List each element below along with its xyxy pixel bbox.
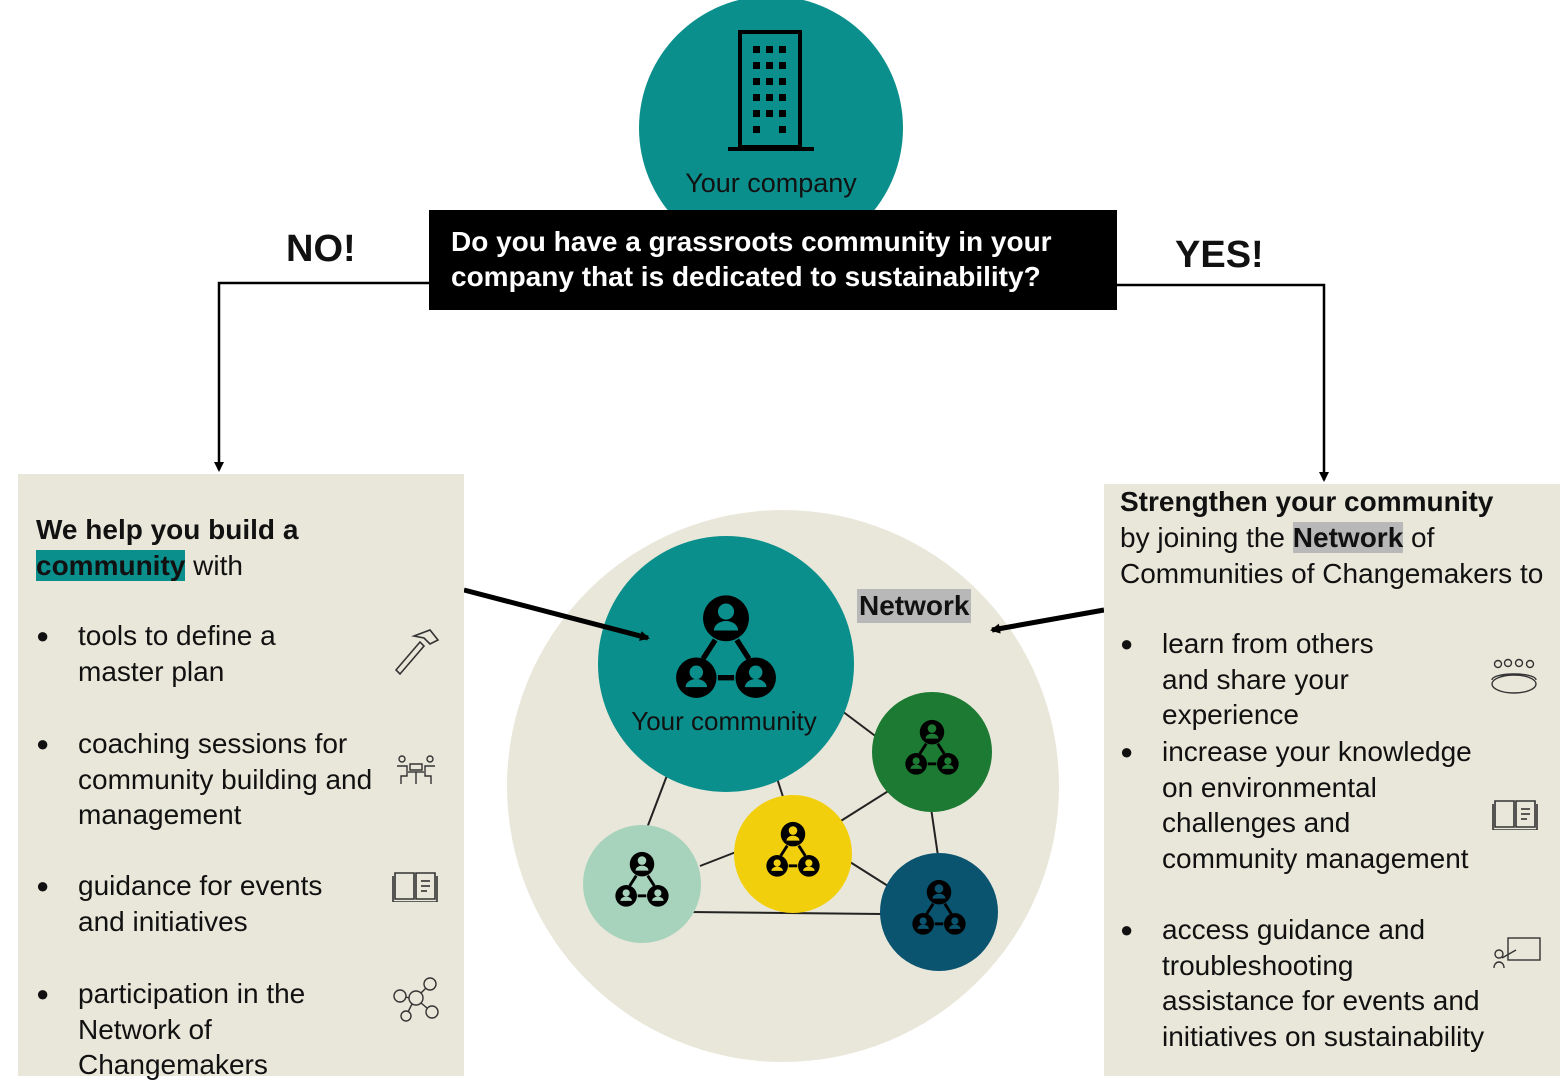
right-heading-bold: Strengthen your community <box>1120 486 1494 517</box>
your-community-label: Your community <box>631 706 817 736</box>
hammer-icon <box>394 629 440 676</box>
yellow-community-node <box>734 795 852 913</box>
question-box: Do you have a grassroots community in yo… <box>429 210 1117 310</box>
right-heading-highlight: Network <box>1292 522 1404 553</box>
right-heading-pre: by joining the <box>1120 522 1293 553</box>
left-heading: We help you build a community with <box>36 512 298 584</box>
company-circle <box>639 0 903 260</box>
no-connector <box>214 281 429 472</box>
group-table-icon <box>1491 658 1537 694</box>
network-icon <box>393 977 439 1022</box>
left-heading-bold: We help you build a <box>36 514 299 545</box>
company-label: Your company <box>685 168 857 198</box>
building-icon <box>728 30 814 151</box>
right-panel: Strengthen your community by joining the… <box>1104 484 1560 1076</box>
right-heading-post: of Communities of Changemakers to <box>1120 522 1544 589</box>
left-heading-highlight: community <box>36 550 186 581</box>
book-icon <box>392 872 438 902</box>
navy-community-node <box>880 853 998 971</box>
right-heading: Strengthen your community by joining the… <box>1120 484 1550 592</box>
network-links <box>646 707 939 915</box>
right-arrow <box>990 607 1105 634</box>
mint-community-node <box>583 825 701 943</box>
yes-label: YES! <box>1175 234 1264 276</box>
meeting-icon <box>397 755 435 784</box>
left-item-1-text: tools to define a master plan <box>78 620 276 687</box>
right-item-2-text: increase your knowledge on environmental… <box>1162 736 1472 874</box>
presentation-icon <box>1493 937 1541 969</box>
no-label: NO! <box>286 228 356 270</box>
left-item-3-text: guidance for events and initiatives <box>78 870 323 937</box>
right-item-1-text: learn from others and share your experie… <box>1162 628 1374 730</box>
green-community-node <box>872 692 992 812</box>
left-item-4-text: participation in the Network of Changema… <box>78 978 306 1080</box>
left-item-2-text: coaching sessions for community building… <box>78 728 373 830</box>
network-label: Network <box>857 589 972 623</box>
left-heading-rest: with <box>185 550 243 581</box>
yes-connector <box>1117 283 1329 482</box>
right-item-3-text: access guidance and troubleshooting assi… <box>1162 914 1485 1052</box>
book-icon-right <box>1492 800 1538 830</box>
your-community-node <box>598 536 854 792</box>
left-arrow <box>463 587 650 641</box>
left-panel: We help you build a community with ●tool… <box>18 474 464 1080</box>
